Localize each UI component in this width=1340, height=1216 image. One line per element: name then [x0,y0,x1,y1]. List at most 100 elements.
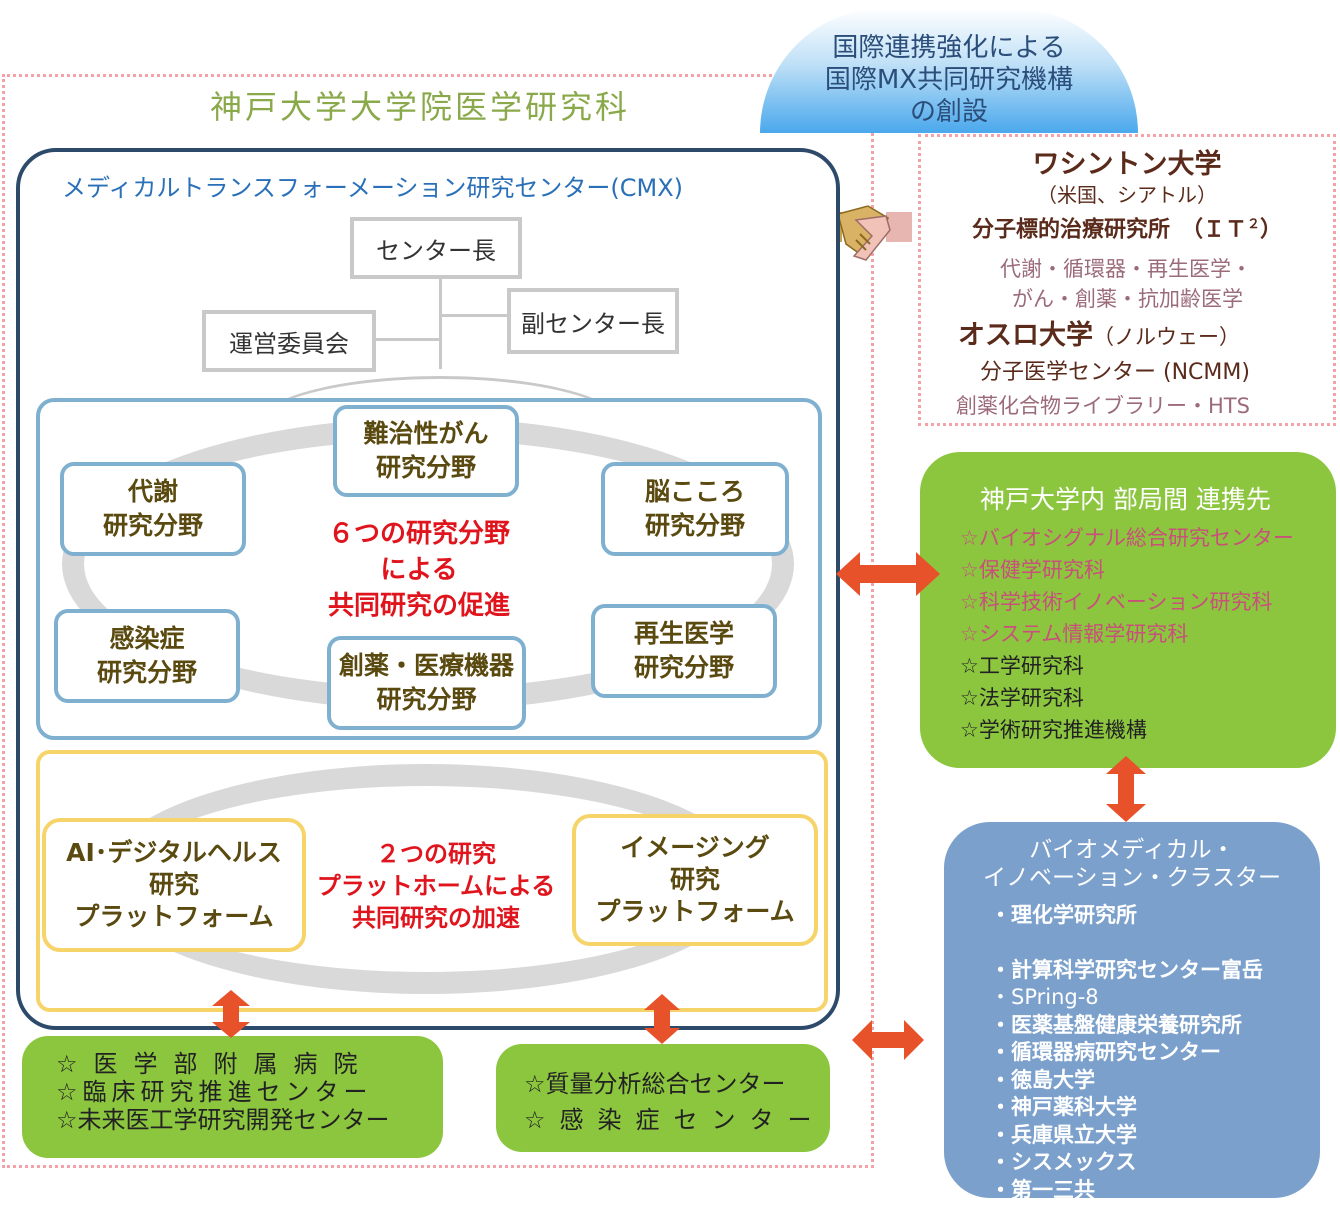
internal-item-biosignal: ☆バイオシグナル総合研究センター [960,526,1294,550]
cluster-item-fugaku: ・計算科学研究センター富岳 [990,957,1263,982]
cluster-item-daiichi: ・第一三共 [990,1177,1095,1199]
international-line-2: 国際MX共同研究機構 [824,65,1074,95]
arrow-cmx-internal [836,552,940,596]
platform-ai-sub-1: 研究 [148,870,199,899]
field-cancer-name: 難治性がん [363,419,489,448]
cluster-box: バイオメディカル・ イノベーション・クラスター ・理化学研究所 ・計算科学研究セ… [944,822,1320,1198]
international-line-3: の創設 [909,97,988,127]
platforms-center-line-3: 共同研究の加速 [352,904,520,932]
platform-imaging: イメージング 研究 プラットフォーム [572,814,818,946]
washington-location: （米国、シアトル） [1037,183,1217,207]
center-box: ☆質量分析総合センター ☆感染症センター [496,1044,830,1152]
internal-item-research: ☆学術研究推進機構 [960,718,1147,742]
field-metabolism: 代謝 研究分野 [60,462,246,556]
vice-director-box: 副センター長 [507,288,679,354]
platform-ai-name: AI･デジタルヘルス [66,838,282,867]
graduate-school-title: 神戸大学大学院医学研究科 [210,88,631,126]
cluster-item-spring8: ・SPring-8 [990,985,1099,1009]
arrow-platform-hospital [212,990,250,1038]
partners-box [918,134,1336,426]
arrow-graduate-cluster [852,1020,924,1060]
cluster-item-kobe-pharma: ・神戸薬科大学 [990,1095,1137,1119]
platform-imaging-sub-2: プラットフォーム [595,897,795,926]
internal-item-innovation: ☆科学技術イノベーション研究科 [960,590,1273,614]
cluster-title: バイオメディカル・ イノベーション・クラスター [944,836,1320,892]
washington-fields-2: がん・創薬・抗加齢医学 [1012,287,1243,311]
arrow-internal-cluster [1106,756,1146,822]
platform-imaging-sub-1: 研究 [669,865,720,894]
cluster-title-2: イノベーション・クラスター [982,865,1282,891]
washington-institute-name: 分子標的治療研究所 （ＩＴ [971,217,1247,243]
cluster-item-tokushima: ・徳島大学 [990,1067,1095,1092]
field-drug-sub: 研究分野 [376,685,477,714]
washington-institute: 分子標的治療研究所 （ＩＴ２） [972,210,1282,245]
field-cancer: 難治性がん 研究分野 [333,405,519,497]
platforms-center-text: ２つの研究 プラットホームによる 共同研究の加速 [300,838,572,934]
oslo-name: オスロ大学 [958,320,1093,351]
director-box: センター長 [350,217,522,279]
international-line-1: 国際連携強化による [832,33,1066,63]
fields-center-text: ６つの研究分野 による 共同研究の促進 [296,516,542,624]
org-line-vertical [439,279,442,369]
handshake-icon [816,200,912,270]
org-line-left [374,338,440,341]
org-line-right [441,314,509,317]
washington-name: ワシントン大学 [1032,149,1222,180]
field-cancer-sub: 研究分野 [375,453,476,482]
international-arc [760,8,1138,133]
international-title: 国際連携強化による 国際MX共同研究機構 の創設 [760,30,1138,130]
field-regenerative: 再生医学 研究分野 [591,604,777,698]
washington-block: ワシントン大学 （米国、シアトル） 分子標的治療研究所 （ＩＴ２） [920,150,1334,245]
center-item-1: ☆質量分析総合センター [524,1070,786,1098]
cluster-list: ・理化学研究所 ・計算科学研究センター富岳 ・SPring-8 ・医薬基盤健康栄… [990,902,1263,1198]
cmx-title: メディカルトランスフォーメーション研究センター(CMX) [62,174,684,202]
cluster-item-hyogo: ・兵庫県立大学 [990,1122,1137,1147]
oslo-institute: 分子医学センター (NCMM) [980,360,1250,385]
cluster-title-1: バイオメディカル・ [1029,837,1235,863]
hospital-item-2: ☆臨床研究推進センター [56,1078,373,1106]
field-drug-name: 創薬・医療機器 [338,651,514,680]
hospital-box: ☆医学部附属病院 ☆臨床研究推進センター ☆未来医工学研究開発センター [22,1036,443,1158]
field-regenerative-name: 再生医学 [633,619,734,648]
field-brain-name: 脳こころ [644,477,745,506]
center-item-2: ☆感染症センター [524,1106,826,1134]
washington-fields: 代謝・循環器・再生医学・ がん・創薬・抗加齢医学 [1000,254,1252,314]
internal-item-engineering: ☆工学研究科 [960,654,1084,678]
platform-ai-sub-2: プラットフォーム [74,902,274,931]
field-infection-name: 感染症 [109,624,185,653]
platforms-center-line-2: プラットホームによる [316,872,556,900]
platform-ai: AI･デジタルヘルス 研究 プラットフォーム [42,818,306,952]
platform-imaging-name: イメージング [620,833,770,862]
field-metabolism-sub: 研究分野 [102,511,203,540]
internal-title: 神戸大学内 部局間 連携先 [980,485,1271,514]
hospital-item-3: ☆未来医工学研究開発センター [56,1106,390,1134]
cluster-item-nibiohn: ・医薬基盤健康栄養研究所 [990,1012,1242,1037]
arrow-platform-center [644,994,680,1044]
washington-institute-end: ） [1260,217,1283,243]
field-brain: 脳こころ 研究分野 [601,462,789,556]
cluster-item-riken: ・理化学研究所 [990,903,1137,927]
fields-center-line-3: 共同研究の促進 [327,591,510,621]
field-brain-sub: 研究分野 [644,511,745,540]
cluster-item-ncvc: ・循環器病研究センター [990,1040,1221,1064]
oslo-fields: 創薬化合物ライブラリー・HTS [956,394,1250,418]
platforms-center-line-1: ２つの研究 [376,840,496,868]
hospital-item-1: ☆医学部附属病院 [56,1050,374,1078]
field-infection-sub: 研究分野 [96,658,197,687]
cluster-item-sysmex: ・シスメックス [990,1150,1137,1174]
washington-institute-sup: ２ [1246,217,1260,232]
washington-fields-1: 代謝・循環器・再生医学・ [1000,257,1252,281]
internal-item-health: ☆保健学研究科 [960,558,1105,582]
fields-center-line-2: による [380,555,458,585]
fields-center-line-1: ６つの研究分野 [327,519,510,549]
internal-box: 神戸大学内 部局間 連携先 ☆バイオシグナル総合研究センター ☆保健学研究科 ☆… [920,452,1336,768]
oslo-block: オスロ大学（ノルウェー） [958,320,1240,355]
internal-item-law: ☆法学研究科 [960,686,1084,710]
internal-item-sysinfo: ☆システム情報学研究科 [960,622,1189,646]
graduate-school-frame [2,74,874,1168]
committee-box: 運営委員会 [202,310,376,372]
oslo-location: （ノルウェー） [1093,325,1240,349]
field-drug: 創薬・医療機器 研究分野 [327,636,526,730]
field-regenerative-sub: 研究分野 [633,653,734,682]
field-metabolism-name: 代謝 [127,477,178,506]
